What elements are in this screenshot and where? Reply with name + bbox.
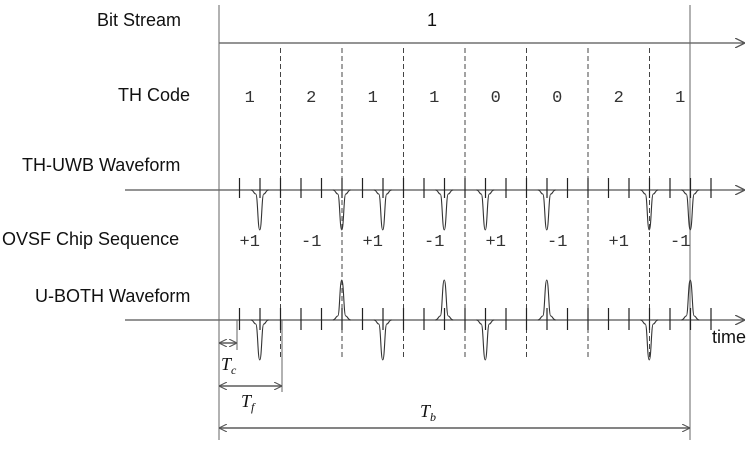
- th-uwb-pulse: [250, 189, 269, 231]
- th-code-value: 0: [552, 89, 562, 108]
- chip-value: +1: [609, 233, 629, 252]
- uboth-pulse: [640, 319, 659, 361]
- th-code-label: TH Code: [118, 85, 190, 105]
- chip-value: -1: [424, 233, 444, 252]
- th-code-value: 0: [491, 89, 501, 108]
- th-code-value: 1: [245, 89, 255, 108]
- chip-value: +1: [486, 233, 506, 252]
- time-label: time: [712, 327, 746, 347]
- chip-values: +1 -1 +1 -1 +1 -1 +1 -1: [240, 233, 691, 252]
- th-uwb-label: TH-UWB Waveform: [22, 155, 180, 175]
- th-uwb-pulse: [373, 189, 392, 231]
- uboth-pulse: [373, 319, 392, 361]
- chip-value: -1: [547, 233, 567, 252]
- chip-value: +1: [363, 233, 383, 252]
- tb-label: Tb: [420, 401, 436, 424]
- th-code-value: 2: [306, 89, 316, 108]
- th-uwb-pulse: [681, 189, 700, 231]
- uboth-label: U-BOTH Waveform: [35, 286, 190, 306]
- th-uwb-pulse: [476, 189, 495, 231]
- th-code-value: 1: [429, 89, 439, 108]
- uboth-pulse: [537, 279, 556, 321]
- th-code-value: 1: [368, 89, 378, 108]
- th-uwb-pulse: [640, 189, 659, 231]
- uboth-pulse: [681, 279, 700, 321]
- th-uwb-pulse: [332, 189, 351, 231]
- th-uwb-pulse: [435, 189, 454, 231]
- bit-stream-label: Bit Stream: [97, 10, 181, 30]
- tc-label: Tc: [221, 354, 237, 377]
- th-uwb-pulse: [537, 189, 556, 231]
- uboth-pulse: [332, 279, 351, 321]
- uboth-pulse: [476, 319, 495, 361]
- frame-grid: [280, 48, 650, 358]
- tf-label: Tf: [241, 391, 256, 414]
- ovsf-label: OVSF Chip Sequence: [2, 229, 179, 249]
- bit-value: 1: [427, 10, 437, 30]
- th-code-value: 2: [614, 89, 624, 108]
- uboth-pulse: [435, 279, 454, 321]
- th-code-values: 1 2 1 1 0 0 2 1: [245, 89, 686, 108]
- chip-value: -1: [670, 233, 690, 252]
- chip-value: +1: [240, 233, 260, 252]
- chip-ticks: [238, 178, 712, 330]
- uboth-pulse: [250, 319, 269, 361]
- th-code-value: 1: [675, 89, 685, 108]
- pulses: [250, 189, 700, 361]
- chip-value: -1: [301, 233, 321, 252]
